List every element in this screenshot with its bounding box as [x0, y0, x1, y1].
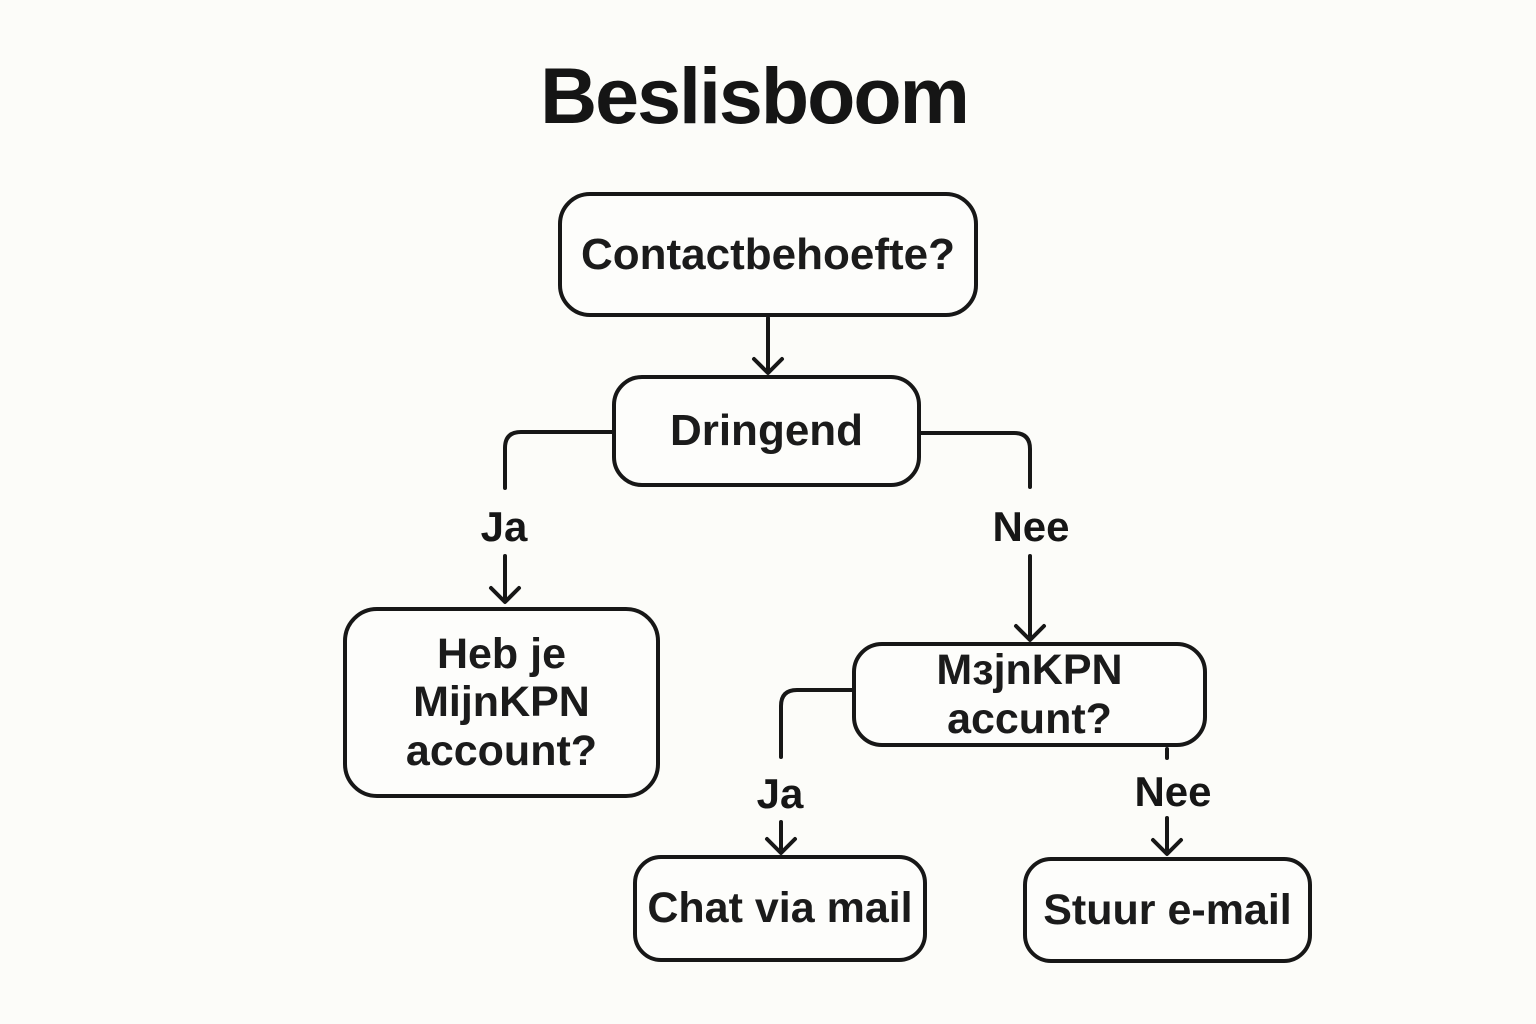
- node-stuur-email: Stuur e-mail: [1023, 857, 1312, 963]
- node-contactbehoefte: Contactbehoefte?: [558, 192, 978, 317]
- node-heb-je-mijnkpn-account: Heb je MijnKPN account?: [343, 607, 660, 798]
- edge-urgency-ja-elbow: [503, 430, 614, 490]
- arrowhead-urgency-ja: [489, 586, 521, 604]
- arrowhead-urgency-nee: [1014, 624, 1046, 642]
- node-mijnkpn-account: MɜjnKPN accunt?: [852, 642, 1207, 747]
- edge-label-ja-left: Ja: [480, 503, 528, 550]
- edge-urgency-nee-elbow: [919, 431, 1032, 489]
- arrowhead-root-to-urgency: [752, 357, 784, 375]
- edge-account-ja-elbow: [779, 688, 854, 759]
- edge-label-ja-chat: Ja: [756, 770, 804, 817]
- arrowhead-account-ja: [765, 837, 797, 855]
- node-chat-via-mail: Chat via mail: [633, 855, 927, 962]
- page-title: Beslisboom: [540, 51, 970, 140]
- node-dringend: Dringend: [612, 375, 921, 487]
- arrowhead-account-nee: [1151, 838, 1183, 856]
- edge-label-nee-email: Nee: [1134, 768, 1212, 815]
- edge-label-nee-right: Nee: [992, 503, 1070, 550]
